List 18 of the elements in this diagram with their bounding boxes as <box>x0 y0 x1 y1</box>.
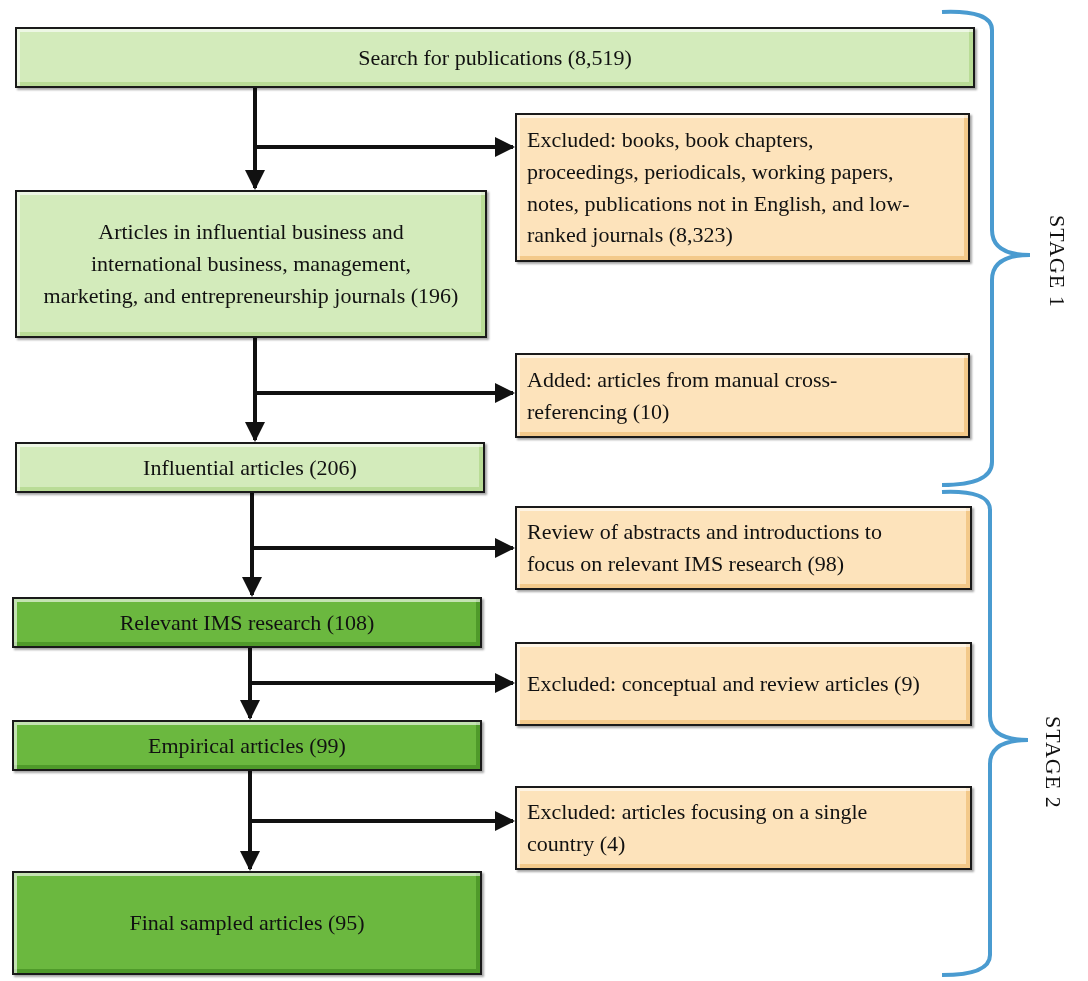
note-box: Excluded: articles focusing on a single country (4) <box>515 786 972 870</box>
process-box: Relevant IMS research (108) <box>12 597 482 648</box>
process-box: Articles in influential business and international business, management, marketing, and entrepreneurship journals (196) <box>15 190 487 338</box>
process-box: Influential articles (206) <box>15 442 485 493</box>
note-box: Excluded: conceptual and review articles (9) <box>515 642 972 726</box>
process-box: Final sampled articles (95) <box>12 871 482 975</box>
arrow <box>240 648 260 720</box>
process-box: Search for publications (8,519) <box>15 27 975 88</box>
stage-label: STAGE 1 <box>1044 215 1070 308</box>
arrow <box>240 771 260 871</box>
process-box: Empirical articles (99) <box>12 720 482 771</box>
note-box: Excluded: books, book chapters, proceedings, periodicals, working papers, notes, publications not in English, and low-ranked journals (8,323) <box>515 113 970 262</box>
note-box: Review of abstracts and introductions to focus on relevant IMS research (98) <box>515 506 972 590</box>
arrow <box>245 338 265 442</box>
arrow <box>242 493 262 597</box>
arrow <box>245 88 265 190</box>
stage-label: STAGE 2 <box>1040 716 1066 809</box>
note-box: Added: articles from manual cross-referencing (10) <box>515 353 970 438</box>
